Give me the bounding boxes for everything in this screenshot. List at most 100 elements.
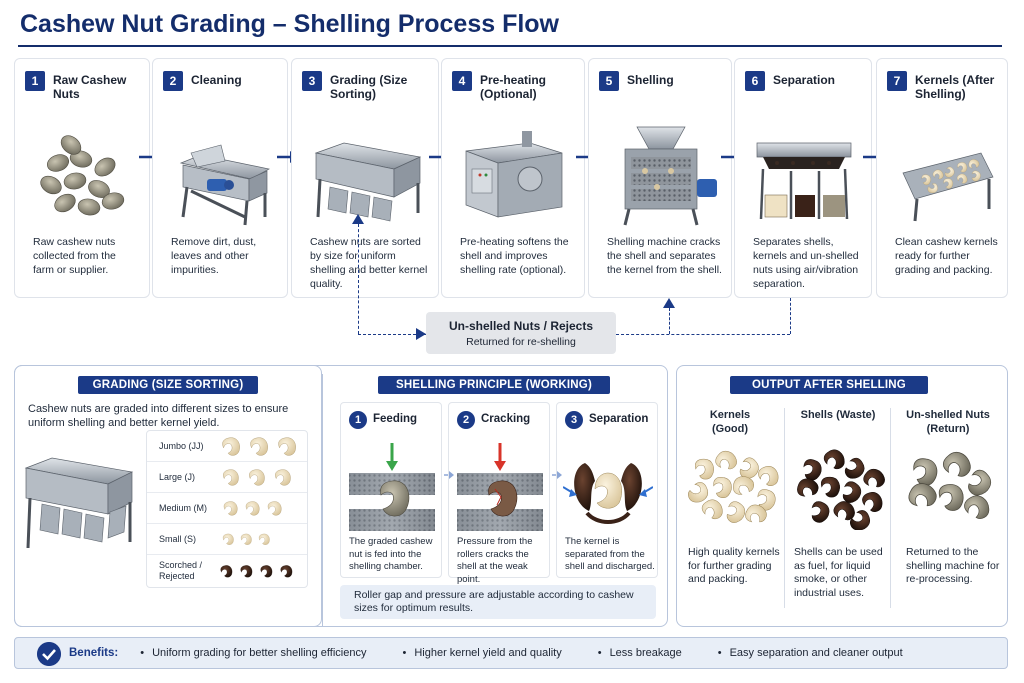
return-loop-line — [669, 308, 670, 334]
step-description: The graded cashew nut is fed into the sh… — [349, 536, 433, 572]
step-title: Grading (Size Sorting) — [330, 73, 408, 101]
step-number: 3 — [565, 411, 583, 429]
output-panel-title: OUTPUT AFTER SHELLING — [730, 376, 928, 394]
step-number: 2 — [457, 411, 475, 429]
step-number: 7 — [887, 71, 907, 91]
benefit-item: Easy separation and cleaner output — [718, 647, 903, 659]
step-title: Kernels (After Shelling) — [915, 73, 995, 101]
step-number: 2 — [163, 71, 183, 91]
step-number: 5 — [599, 71, 619, 91]
step-number: 6 — [745, 71, 765, 91]
step-description: Cashew nuts are sorted by size for unifo… — [310, 236, 428, 290]
output-description: High quality kernels for further grading… — [688, 546, 780, 585]
benefits-bar: Benefits: Uniform grading for better she… — [14, 637, 1008, 669]
principle-step-cracking: 2 Cracking Pressure from the rollers cra… — [448, 402, 550, 585]
separation-machine-image — [756, 142, 852, 220]
left-panels-frame — [14, 365, 668, 627]
arrow-up-icon — [663, 298, 675, 308]
return-loop-line — [616, 334, 790, 335]
title-divider — [18, 45, 1002, 47]
cracking-rollers-image — [457, 443, 543, 531]
output-title: Kernels (Good) — [709, 409, 751, 435]
step-description: Separates shells, kernels and un-shelled… — [753, 236, 859, 290]
column-divider — [784, 408, 785, 608]
step-description: The kernel is separated from the shell a… — [565, 536, 655, 572]
size-row-jumbo: Jumbo (JJ) — [147, 431, 307, 462]
grading-panel-title: GRADING (SIZE SORTING) — [78, 376, 258, 394]
step-title: Separation — [589, 413, 649, 425]
rejects-title: Un-shelled Nuts / Rejects — [448, 319, 594, 333]
size-label: Scorched / Rejected — [159, 559, 203, 581]
kernels-image — [685, 446, 781, 529]
size-label: Large (J) — [159, 471, 196, 482]
size-label: Medium (M) — [159, 502, 208, 513]
process-step-separation: 6 Separation Separates shells, kernels an… — [734, 58, 872, 298]
principle-step-separation: 3 Separation The kernel is separated fro… — [556, 402, 658, 578]
arrow-right-icon — [552, 471, 562, 479]
output-kernels: Kernels (Good) — [678, 408, 782, 436]
size-label: Jumbo (JJ) — [159, 440, 204, 451]
output-unshelled: Un-shelled Nuts (Return) — [896, 408, 1000, 436]
step-number: 4 — [452, 71, 472, 91]
step-description: Pressure from the rollers cracks the she… — [457, 536, 533, 585]
arrow-up-icon — [352, 214, 364, 224]
principle-panel-title: SHELLING PRINCIPLE (WORKING) — [378, 376, 610, 394]
page-title: Cashew Nut Grading – Shelling Process Fl… — [20, 10, 560, 38]
output-description: Shells can be used as fuel, for liquid s… — [794, 546, 883, 599]
column-divider — [890, 408, 891, 608]
unshelled-nuts-image — [904, 447, 996, 524]
step-title: Separation — [773, 73, 836, 87]
panel-divider — [322, 374, 323, 626]
rejects-box: Un-shelled Nuts / Rejects Returned for r… — [426, 312, 616, 354]
step-description: Pre-heating softens the shell and improv… — [460, 236, 569, 276]
step-title: Pre-heating (Optional) — [480, 73, 547, 101]
arrow-right-icon — [416, 328, 426, 340]
separated-kernel-image — [563, 463, 653, 524]
step-description: Raw cashew nuts collected from the farm … — [33, 236, 116, 276]
step-description: Remove dirt, dust, leaves and other impu… — [171, 236, 257, 276]
shelling-machine-image — [623, 126, 717, 226]
kernel-tray-image — [902, 152, 994, 222]
output-shells: Shells (Waste) — [786, 408, 890, 422]
step-number: 1 — [349, 411, 367, 429]
output-title: Shells (Waste) — [800, 409, 876, 421]
principle-step-feeding: 1 Feeding The graded cashew nut is fed i… — [340, 402, 442, 578]
return-loop-line — [358, 334, 426, 335]
step-title: Raw Cashew Nuts — [53, 73, 127, 101]
step-title: Feeding — [373, 413, 418, 425]
process-step-preheating: 4 Pre-heating (Optional) Pre-heating soft… — [441, 58, 585, 298]
output-title: Un-shelled Nuts (Return) — [906, 409, 990, 435]
size-row-medium: Medium (M) — [147, 493, 307, 524]
cleaning-machine-image — [179, 144, 270, 226]
process-step-kernels: 7 Kernels (After Shelling) Clean cashew k… — [876, 58, 1008, 298]
benefits-label: Benefits: — [69, 647, 119, 659]
step-number: 1 — [25, 71, 45, 91]
step-description: Shelling machine cracks the shell and se… — [607, 236, 722, 276]
size-row-small: Small (S) — [147, 524, 307, 555]
output-description: Returned to the shelling machine for re-… — [906, 546, 1000, 585]
return-loop-line — [358, 224, 359, 334]
preheating-machine-image — [465, 131, 563, 218]
benefit-item: Uniform grading for better shelling effi… — [140, 647, 366, 659]
size-row-large: Large (J) — [147, 462, 307, 493]
grading-machine-image — [314, 142, 422, 222]
process-step-raw-cashew: 1 Raw Cashew Nuts Raw cashew nuts collect… — [14, 58, 150, 298]
grading-intro: Cashew nuts are graded into different si… — [28, 403, 289, 429]
grading-machine-image — [24, 457, 134, 549]
benefit-item: Higher kernel yield and quality — [402, 647, 561, 659]
size-label: Small (S) — [159, 533, 197, 544]
step-title: Cleaning — [191, 73, 242, 87]
size-row-rejected: Scorched / Rejected — [147, 555, 307, 586]
feeding-rollers-image — [349, 443, 435, 531]
raw-cashew-nuts-image — [36, 131, 127, 218]
return-loop-line — [790, 298, 791, 334]
shells-image — [793, 446, 888, 530]
size-grade-table: Jumbo (JJ) Large (J) Medium (M) Small (S… — [146, 430, 308, 588]
step-title: Cracking — [481, 413, 531, 425]
step-description: Clean cashew kernels ready for further g… — [895, 236, 998, 276]
rejects-subtitle: Returned for re-shelling — [466, 336, 576, 348]
principle-note: Roller gap and pressure are adjustable a… — [340, 585, 656, 619]
arrow-right-icon — [444, 471, 454, 479]
